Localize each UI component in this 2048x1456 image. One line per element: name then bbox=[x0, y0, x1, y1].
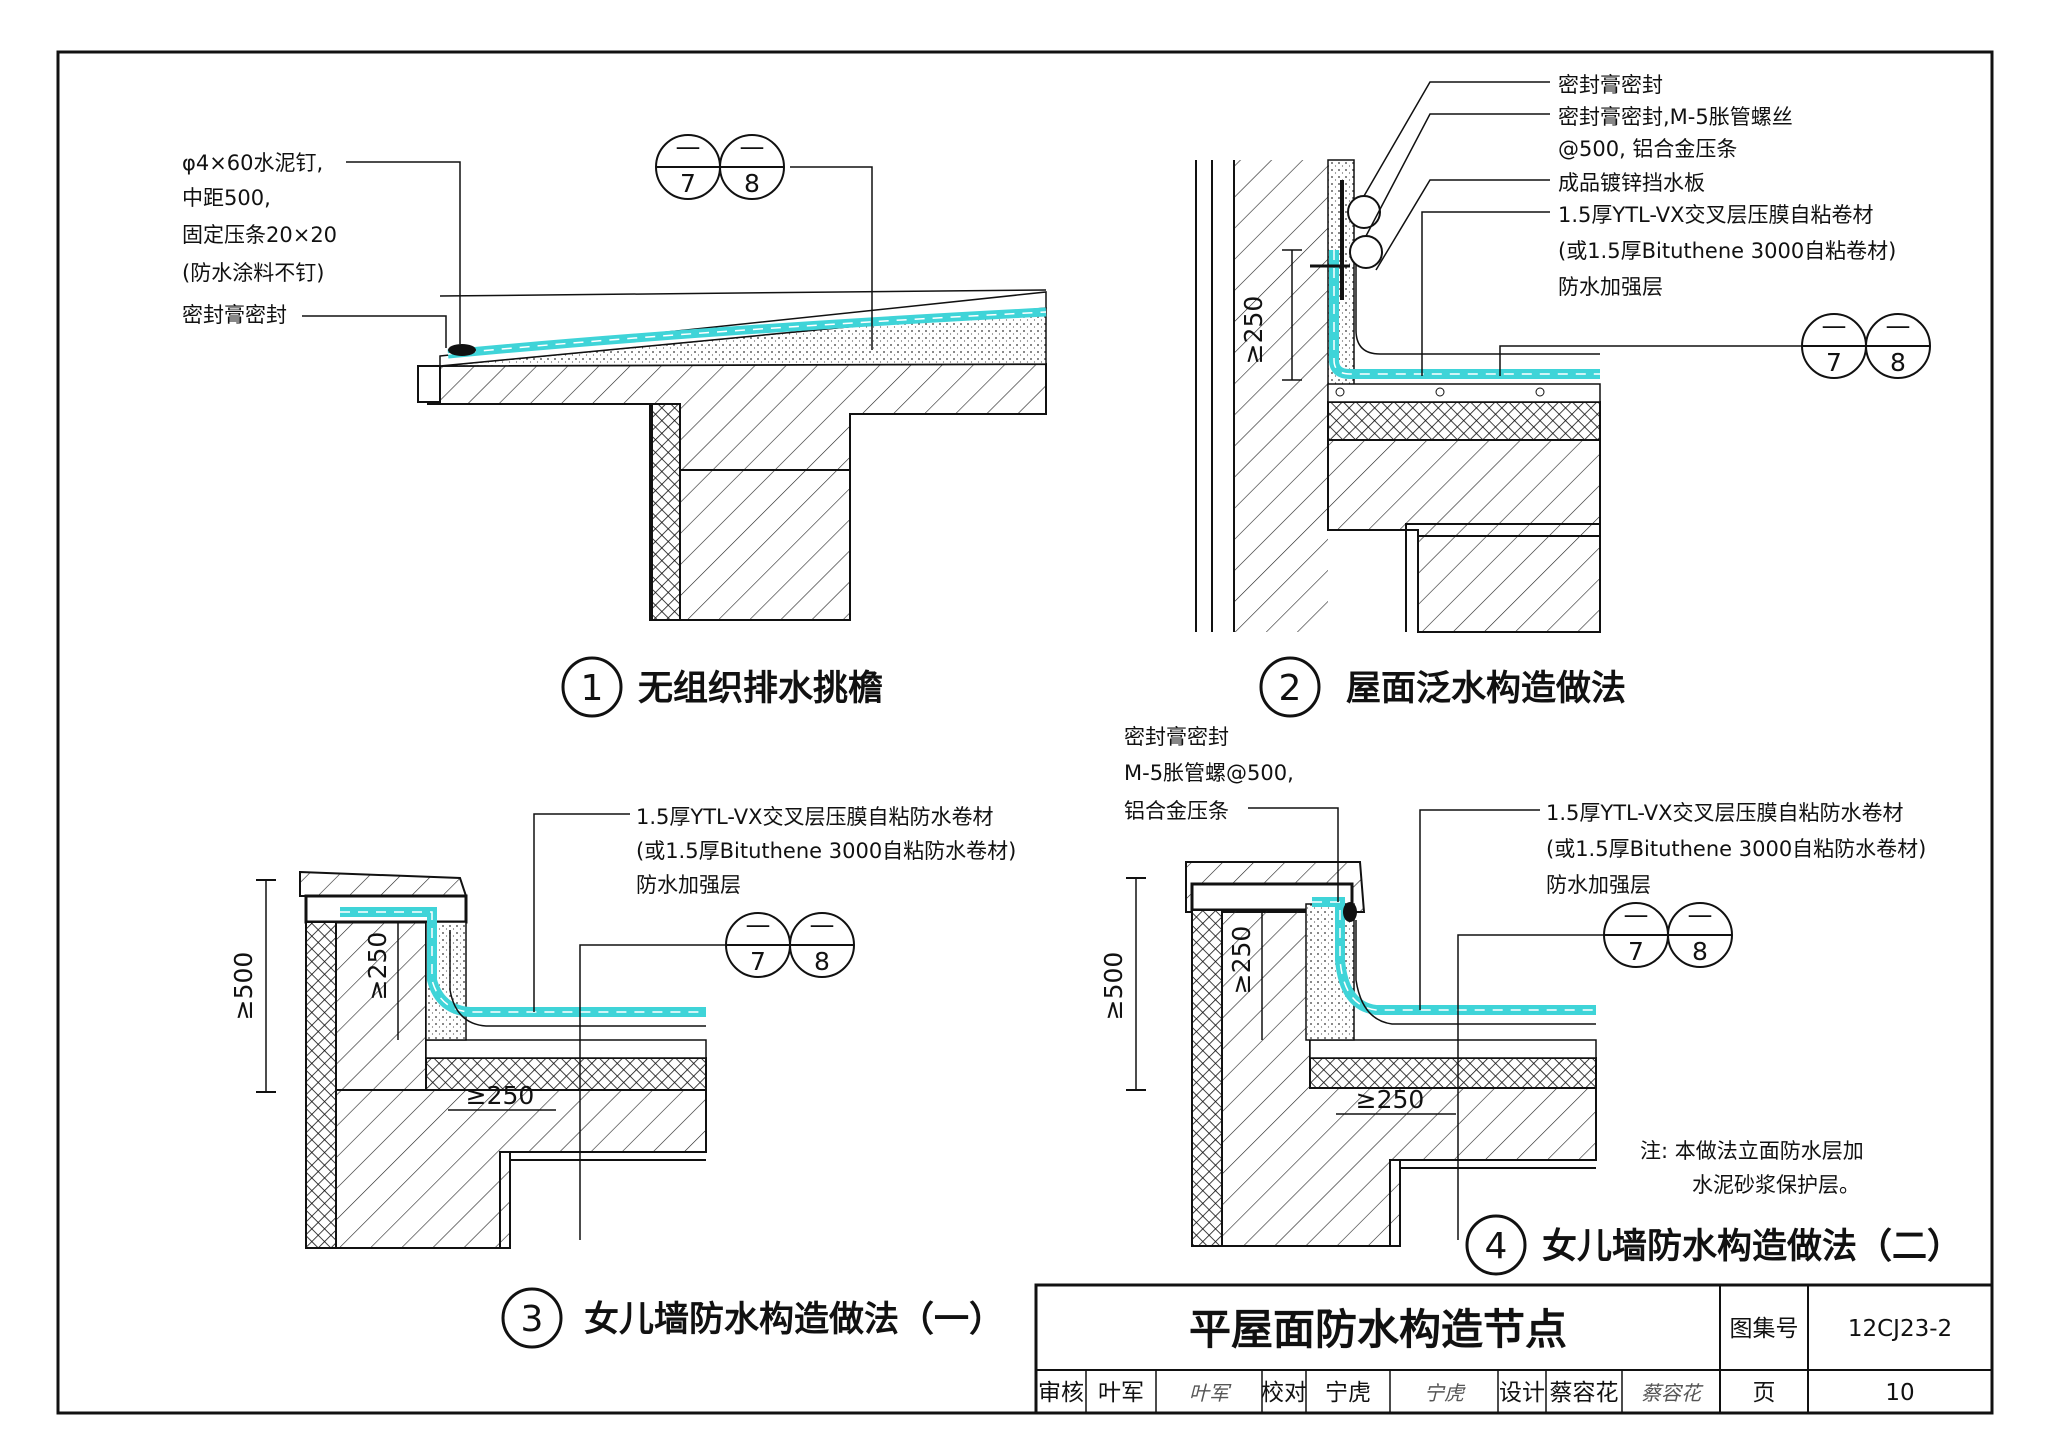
svg-text:叶军: 叶军 bbox=[1189, 1381, 1232, 1405]
svg-text:防水加强层: 防水加强层 bbox=[636, 873, 741, 897]
svg-text:注: 本做法立面防水层加: 注: 本做法立面防水层加 bbox=[1640, 1139, 1864, 1163]
svg-text:(或1.5厚Bituthene 3000自粘防水卷材): (或1.5厚Bituthene 3000自粘防水卷材) bbox=[636, 839, 1016, 863]
svg-text:1: 1 bbox=[581, 668, 604, 709]
svg-text:—: — bbox=[746, 910, 771, 939]
svg-text:密封膏密封: 密封膏密封 bbox=[1124, 725, 1229, 749]
svg-text:蔡容花: 蔡容花 bbox=[1550, 1380, 1619, 1406]
svg-text:≥250: ≥250 bbox=[1227, 926, 1256, 995]
title-block: 平屋面防水构造节点 图集号 12CJ23-2 审核 叶军 叶军 校对 宁虎 宁虎… bbox=[1034, 1283, 1994, 1415]
detail-3-drawing: ≥500 ≥250 ≥250 bbox=[229, 870, 707, 1249]
detail-3-caption: 3 女儿墙防水构造做法（一） bbox=[501, 1287, 1004, 1349]
svg-text:密封膏密封,M-5胀管螺丝: 密封膏密封,M-5胀管螺丝 bbox=[1558, 105, 1793, 129]
svg-text:中距500,: 中距500, bbox=[182, 186, 271, 210]
svg-text:蔡容花: 蔡容花 bbox=[1641, 1381, 1704, 1405]
svg-text:M-5胀管螺@500,: M-5胀管螺@500, bbox=[1124, 761, 1294, 785]
detail-4-caption: 4 女儿墙防水构造做法（二） bbox=[1465, 1214, 1962, 1276]
svg-text:≥250: ≥250 bbox=[466, 1081, 535, 1110]
svg-text:≥250: ≥250 bbox=[363, 932, 392, 1001]
svg-text:密封膏密封: 密封膏密封 bbox=[1558, 73, 1663, 97]
svg-text:≥250: ≥250 bbox=[1239, 296, 1268, 365]
detail-4-drawing: ≥500 ≥250 ≥250 bbox=[1099, 861, 1597, 1247]
svg-text:8: 8 bbox=[1692, 937, 1708, 966]
detail-1-notes: φ4×60水泥钉, 中距500, 固定压条20×20 (防水涂料不钉) 密封膏密… bbox=[182, 151, 873, 350]
svg-text:8: 8 bbox=[1890, 348, 1906, 377]
detail-2-notes: 密封膏密封 密封膏密封,M-5胀管螺丝 @500, 铝合金压条 成品镀锌挡水板 … bbox=[1363, 73, 1896, 376]
svg-text:≥500: ≥500 bbox=[229, 952, 258, 1021]
svg-text:2: 2 bbox=[1279, 668, 1302, 709]
svg-text:宁虎: 宁虎 bbox=[1325, 1380, 1371, 1406]
svg-text:—: — bbox=[740, 132, 765, 161]
svg-text:1.5厚YTL-VX交叉层压膜自粘防水卷材: 1.5厚YTL-VX交叉层压膜自粘防水卷材 bbox=[636, 805, 993, 829]
svg-text:—: — bbox=[1822, 311, 1847, 340]
svg-text:1.5厚YTL-VX交叉层压膜自粘防水卷材: 1.5厚YTL-VX交叉层压膜自粘防水卷材 bbox=[1546, 801, 1903, 825]
svg-text:水泥砂浆保护层。: 水泥砂浆保护层。 bbox=[1692, 1173, 1860, 1197]
svg-text:(或1.5厚Bituthene 3000自粘卷材): (或1.5厚Bituthene 3000自粘卷材) bbox=[1558, 239, 1896, 263]
svg-text:—: — bbox=[810, 910, 835, 939]
svg-text:12CJ23-2: 12CJ23-2 bbox=[1848, 1316, 1952, 1342]
detail-3-reference-bubbles: — 7 — 8 bbox=[725, 910, 855, 978]
detail-2-drawing: ≥250 bbox=[1195, 159, 1601, 633]
sheet-border bbox=[56, 50, 1994, 1415]
svg-text:成品镀锌挡水板: 成品镀锌挡水板 bbox=[1558, 171, 1705, 195]
svg-text:女儿墙防水构造做法（二）: 女儿墙防水构造做法（二） bbox=[1542, 1226, 1962, 1267]
detail-3-notes: 1.5厚YTL-VX交叉层压膜自粘防水卷材 (或1.5厚Bituthene 30… bbox=[533, 805, 1016, 1240]
svg-text:校对: 校对 bbox=[1261, 1380, 1307, 1406]
svg-text:铝合金压条: 铝合金压条 bbox=[1124, 799, 1229, 823]
drawing-title: 平屋面防水构造节点 bbox=[1189, 1305, 1567, 1354]
svg-text:10: 10 bbox=[1885, 1380, 1914, 1406]
svg-text:≥250: ≥250 bbox=[1356, 1085, 1425, 1114]
detail-1-drawing bbox=[417, 289, 1047, 621]
svg-text:7: 7 bbox=[750, 947, 766, 976]
svg-text:审核: 审核 bbox=[1038, 1380, 1084, 1406]
svg-text:—: — bbox=[1886, 311, 1911, 340]
svg-text:—: — bbox=[1624, 900, 1649, 929]
svg-text:宁虎: 宁虎 bbox=[1424, 1381, 1466, 1405]
svg-text:图集号: 图集号 bbox=[1730, 1316, 1799, 1342]
svg-text:无组织排水挑檐: 无组织排水挑檐 bbox=[638, 669, 883, 709]
svg-text:页: 页 bbox=[1753, 1380, 1776, 1406]
svg-text:(或1.5厚Bituthene 3000自粘防水卷材): (或1.5厚Bituthene 3000自粘防水卷材) bbox=[1546, 837, 1926, 861]
detail-4-notes: 密封膏密封 M-5胀管螺@500, 铝合金压条 1.5厚YTL-VX交叉层压膜自… bbox=[1124, 725, 1926, 1240]
svg-text:7: 7 bbox=[1628, 937, 1644, 966]
svg-text:屋面泛水构造做法: 屋面泛水构造做法 bbox=[1346, 669, 1626, 709]
svg-text:4: 4 bbox=[1485, 1226, 1508, 1267]
svg-text:设计: 设计 bbox=[1499, 1380, 1545, 1406]
svg-text:防水加强层: 防水加强层 bbox=[1558, 275, 1663, 299]
svg-text:7: 7 bbox=[680, 169, 696, 198]
svg-text:3: 3 bbox=[521, 1299, 544, 1340]
svg-text:女儿墙防水构造做法（一）: 女儿墙防水构造做法（一） bbox=[584, 1299, 1004, 1340]
svg-text:1.5厚YTL-VX交叉层压膜自粘卷材: 1.5厚YTL-VX交叉层压膜自粘卷材 bbox=[1558, 203, 1873, 227]
detail-2-reference-bubbles: — 7 — 8 bbox=[1801, 311, 1931, 379]
svg-text:叶军: 叶军 bbox=[1098, 1380, 1144, 1406]
svg-text:7: 7 bbox=[1826, 348, 1842, 377]
detail-1-caption: 1 无组织排水挑檐 bbox=[561, 656, 883, 718]
detail-1-reference-bubbles: — 7 — 8 bbox=[655, 132, 785, 200]
svg-text:固定压条20×20: 固定压条20×20 bbox=[182, 223, 337, 247]
svg-text:@500, 铝合金压条: @500, 铝合金压条 bbox=[1558, 137, 1737, 161]
svg-text:8: 8 bbox=[814, 947, 830, 976]
svg-text:φ4×60水泥钉,: φ4×60水泥钉, bbox=[182, 151, 323, 175]
detail-2-caption: 2 屋面泛水构造做法 bbox=[1259, 656, 1626, 718]
svg-text:密封膏密封: 密封膏密封 bbox=[182, 303, 287, 327]
svg-text:—: — bbox=[676, 132, 701, 161]
svg-text:防水加强层: 防水加强层 bbox=[1546, 873, 1651, 897]
svg-text:—: — bbox=[1688, 900, 1713, 929]
svg-text:(防水涂料不钉): (防水涂料不钉) bbox=[182, 261, 324, 285]
svg-text:8: 8 bbox=[744, 169, 760, 198]
svg-text:≥500: ≥500 bbox=[1099, 952, 1128, 1021]
detail-4-reference-bubbles: — 7 — 8 bbox=[1603, 900, 1733, 968]
